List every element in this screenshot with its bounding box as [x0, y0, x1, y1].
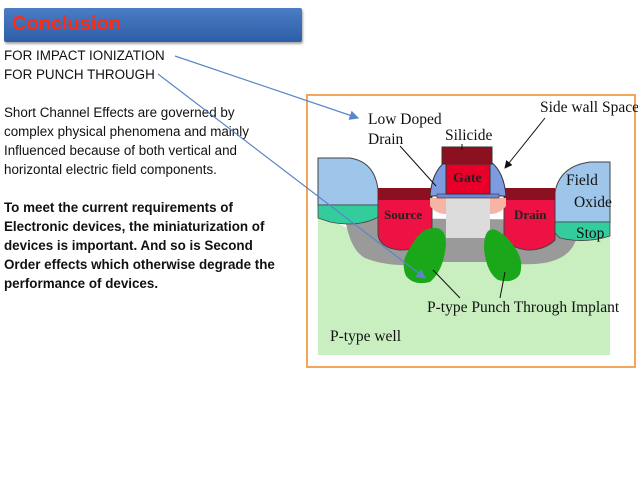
gate-silicide: [441, 146, 493, 165]
label-gate: Gate: [453, 171, 482, 186]
paragraph-line: To meet the current requirements of: [4, 200, 233, 215]
drain-region: [503, 195, 556, 251]
label-source: Source: [384, 207, 422, 222]
label-stop: Stop: [576, 225, 605, 242]
gate-oxide: [436, 193, 500, 199]
slide-body: FOR IMPACT IONIZATION FOR PUNCH THROUGH …: [4, 46, 304, 293]
paragraph-line: Order effects which otherwise degrade th…: [4, 257, 275, 272]
bullet-punch-through: FOR PUNCH THROUGH: [4, 67, 155, 82]
impact-ionization-arrow: [174, 55, 360, 120]
label-drain-ldd: Drain: [368, 131, 404, 148]
paragraph-line: performance of devices.: [4, 276, 159, 291]
label-silicide: Silicide: [445, 127, 492, 144]
label-drain: Drain: [514, 207, 547, 222]
channel-region: [446, 198, 490, 238]
slide-title: Conclusion: [12, 13, 121, 35]
punch-through-arrow: [157, 73, 426, 279]
paragraph-line: Influenced because of both vertical and: [4, 143, 238, 158]
title-banner: Conclusion: [4, 8, 302, 42]
paragraph-line: Short Channel Effects are governed by: [4, 105, 235, 120]
gate-electrode: [445, 163, 491, 195]
label-punch-through-implant: P-type Punch Through Implant: [427, 299, 620, 316]
label-low-doped: Low Doped: [368, 111, 442, 128]
label-p-type-well: P-type well: [330, 328, 401, 345]
label-side-wall-spacer: Side wall Spacer: [540, 99, 638, 116]
label-field: Field: [566, 172, 598, 189]
paragraph-line: complex physical phenomena and mainly: [4, 124, 249, 139]
source-silicide: [378, 188, 432, 200]
low-doped-drain-extension: [490, 198, 506, 214]
label-oxide: Oxide: [574, 194, 612, 211]
bullet-impact-ionization: FOR IMPACT IONIZATION: [4, 48, 165, 63]
right-field-oxide: [554, 161, 611, 223]
implant-pointer-right: [499, 271, 506, 299]
paragraph-line: horizontal electric field components.: [4, 162, 217, 177]
implant-pointer-left: [432, 269, 461, 299]
paragraph-line: Electronic devices, the miniaturization …: [4, 219, 265, 234]
low-doped-source-extension: [430, 198, 446, 214]
spacer-pointer-line: [504, 117, 546, 169]
drain-silicide: [504, 188, 555, 200]
paragraph-line: devices is important. And so is Second: [4, 238, 253, 253]
right-punch-through-implant: [484, 229, 522, 282]
ldd-pointer-line: [399, 145, 437, 187]
